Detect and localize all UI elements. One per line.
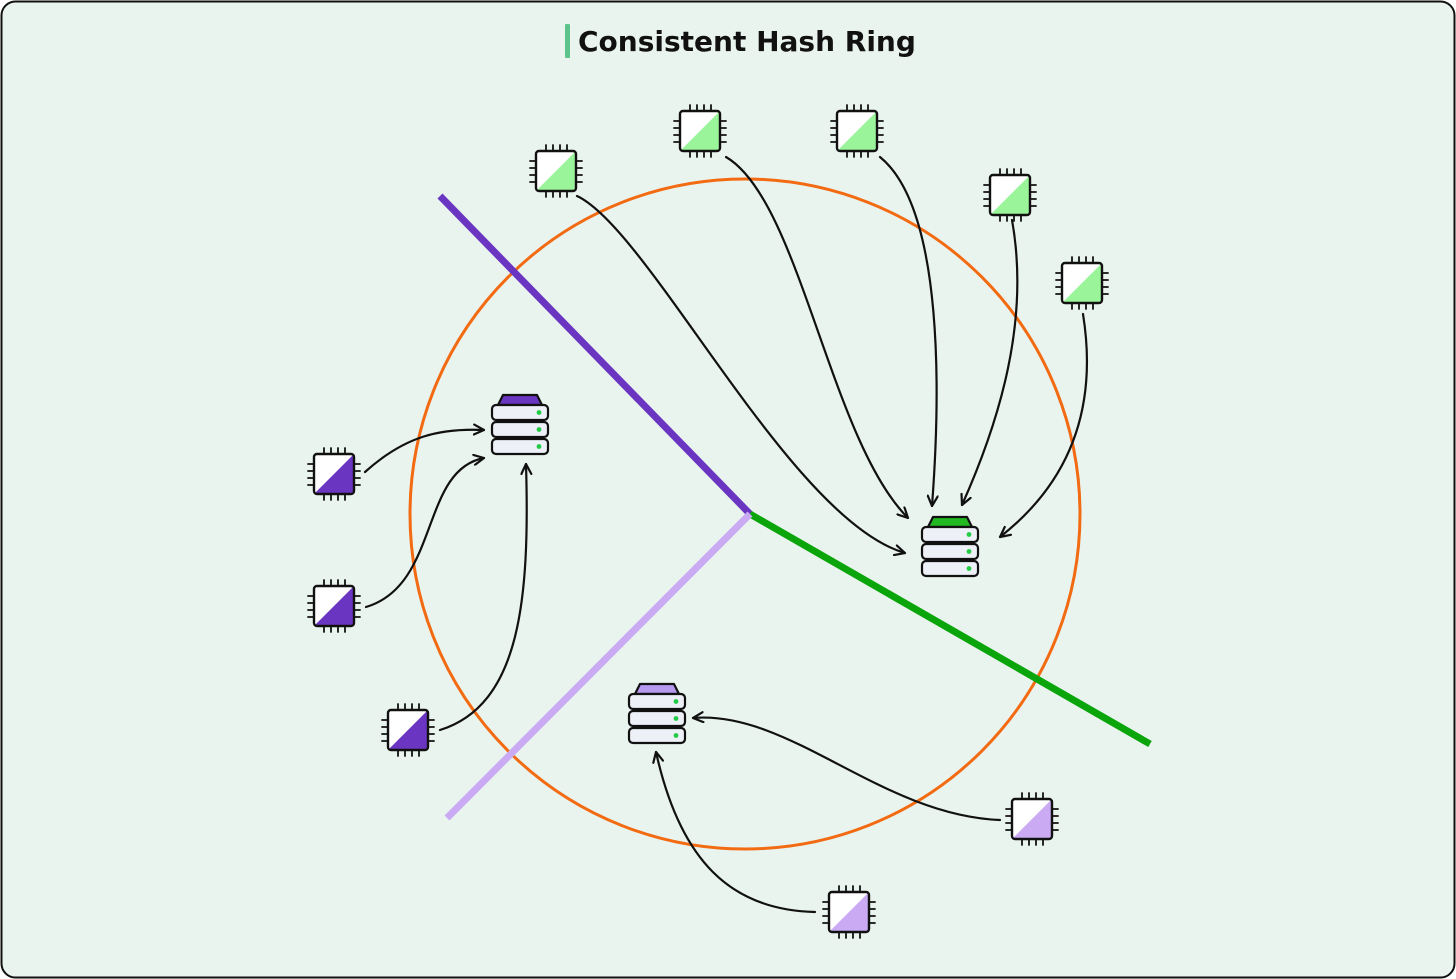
boundary-light-purple <box>444 511 753 821</box>
server-green <box>920 515 980 578</box>
arrow-key-lavender-2 <box>656 750 817 914</box>
arrow-key-purple-2 <box>364 458 486 609</box>
arrow-key-green-2 <box>724 155 910 520</box>
arrow-key-green-1 <box>575 194 907 553</box>
arrow-key-lavender-1 <box>691 718 1002 822</box>
key-purple-1 <box>307 447 361 501</box>
arrow-key-purple-3 <box>438 462 527 732</box>
hash-ring <box>408 177 1082 851</box>
server-stack-icon <box>627 682 687 745</box>
key-lavender-2 <box>822 885 876 939</box>
server-stack-icon <box>920 515 980 578</box>
key-green-2 <box>673 104 727 158</box>
key-green-1 <box>529 144 583 198</box>
key-green-3 <box>830 104 884 158</box>
server-purple <box>490 393 550 456</box>
page-title: Consistent Hash Ring <box>578 24 916 58</box>
key-purple-2 <box>307 579 361 633</box>
arrow-key-green-5 <box>998 312 1088 539</box>
key-purple-3 <box>381 703 435 757</box>
title-accent-bar <box>565 24 570 58</box>
key-green-5 <box>1055 256 1109 310</box>
arrow-key-green-3 <box>878 155 937 508</box>
arrow-key-purple-1 <box>363 430 486 474</box>
boundary-green <box>748 510 1152 748</box>
key-green-4 <box>983 168 1037 222</box>
server-lavender <box>627 682 687 745</box>
arrow-key-green-4 <box>962 218 1019 507</box>
boundary-dark-purple <box>437 193 753 517</box>
server-stack-icon <box>490 393 550 456</box>
key-lavender-1 <box>1005 792 1059 846</box>
title-block: Consistent Hash Ring <box>565 22 916 60</box>
